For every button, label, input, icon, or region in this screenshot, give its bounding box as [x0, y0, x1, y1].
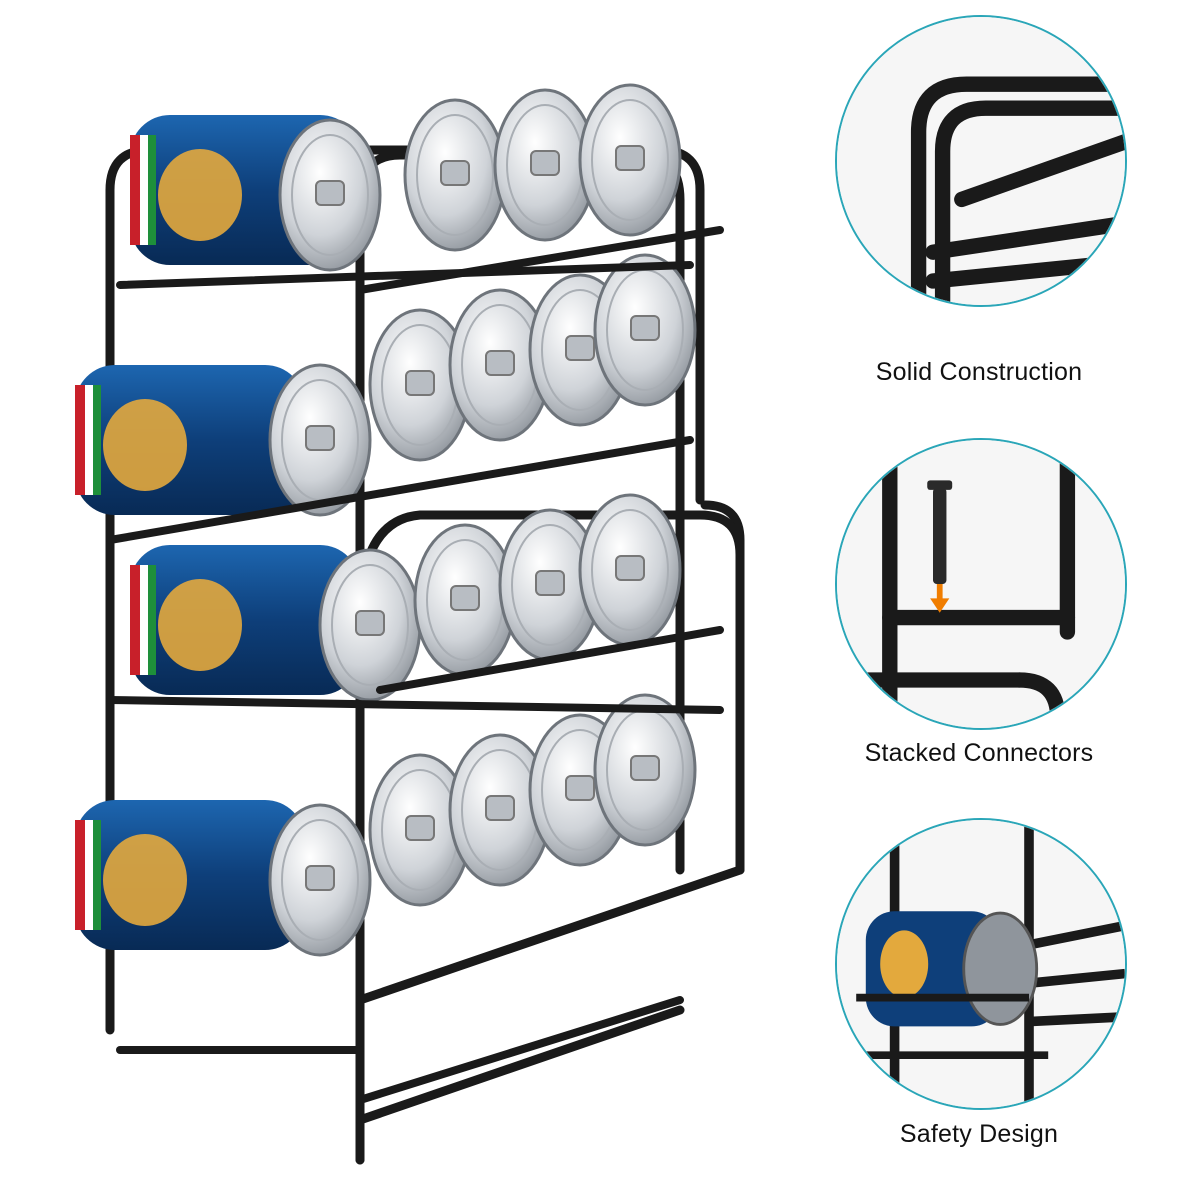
connector-pin-icon — [837, 440, 1125, 728]
product-photo — [75, 83, 745, 1165]
feature-caption-2: Stacked Connectors — [864, 739, 1094, 767]
stacked-connectors-closeup — [835, 438, 1127, 730]
solid-construction-closeup — [835, 15, 1127, 307]
feature-caption-3: Safety Design — [899, 1120, 1059, 1148]
can-stopper-icon — [837, 820, 1125, 1108]
rack-corner-icon — [837, 17, 1125, 305]
safety-design-closeup — [835, 818, 1127, 1110]
feature-caption-1: Solid Construction — [875, 358, 1083, 386]
